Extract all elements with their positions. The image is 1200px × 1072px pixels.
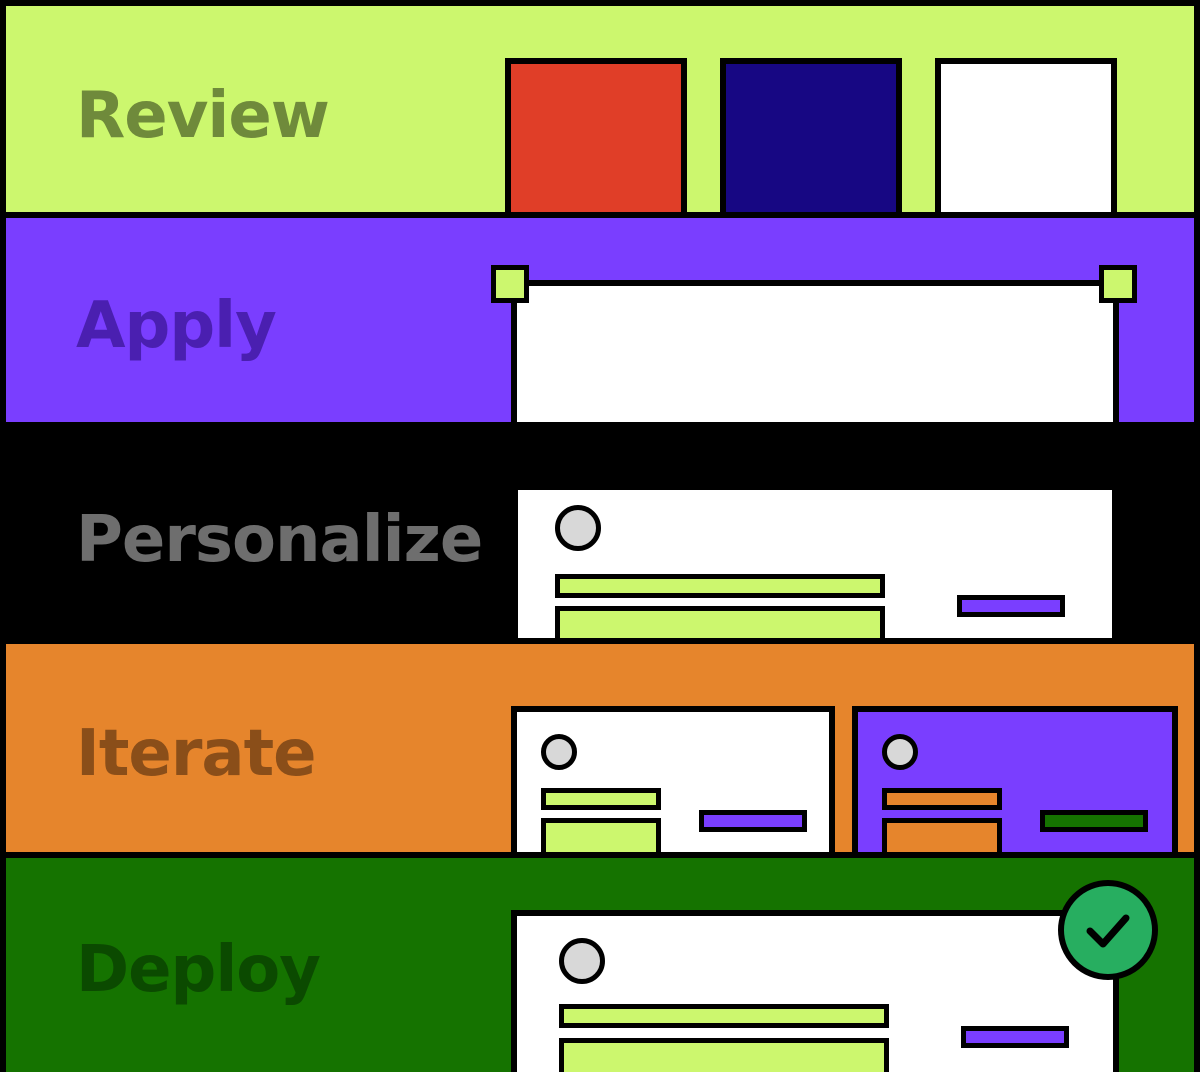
title-bar <box>882 788 1002 810</box>
applied-frame <box>511 280 1119 422</box>
stage-iterate-label: Iterate <box>76 717 317 791</box>
swatch-navy <box>720 58 902 212</box>
title-bar <box>541 788 661 810</box>
button-bar <box>699 810 807 832</box>
stage-apply-label: Apply <box>76 289 277 363</box>
deployed-card <box>511 910 1119 1072</box>
content-block <box>555 606 885 638</box>
button-bar <box>961 1026 1069 1048</box>
resize-handle-icon <box>1099 265 1137 303</box>
title-bar <box>555 574 885 598</box>
checkmark-glyph <box>1086 914 1130 948</box>
content-block <box>882 818 1002 852</box>
content-block <box>559 1038 889 1072</box>
title-bar <box>559 1004 889 1028</box>
stage-iterate: Iterate <box>6 644 1194 852</box>
stage-review-label: Review <box>76 79 330 153</box>
avatar-icon <box>882 734 918 770</box>
button-bar <box>1040 810 1148 832</box>
stage-personalize-label: Personalize <box>76 503 483 577</box>
content-block <box>541 818 661 852</box>
stage-personalize: Personalize <box>6 428 1194 638</box>
swatch-white <box>935 58 1117 212</box>
variant-card-a <box>511 706 835 852</box>
avatar-icon <box>555 505 601 551</box>
stage-deploy-label: Deploy <box>76 933 321 1007</box>
checkmark-icon <box>1058 880 1158 980</box>
stage-deploy: Deploy <box>6 858 1194 1072</box>
avatar-icon <box>559 938 605 984</box>
stage-apply: Apply <box>6 218 1194 422</box>
resize-handle-icon <box>491 265 529 303</box>
stage-review: Review <box>6 6 1194 212</box>
swatch-red <box>505 58 687 212</box>
variant-card-b <box>852 706 1178 852</box>
button-bar <box>957 595 1065 617</box>
personalized-card <box>518 490 1112 638</box>
avatar-icon <box>541 734 577 770</box>
